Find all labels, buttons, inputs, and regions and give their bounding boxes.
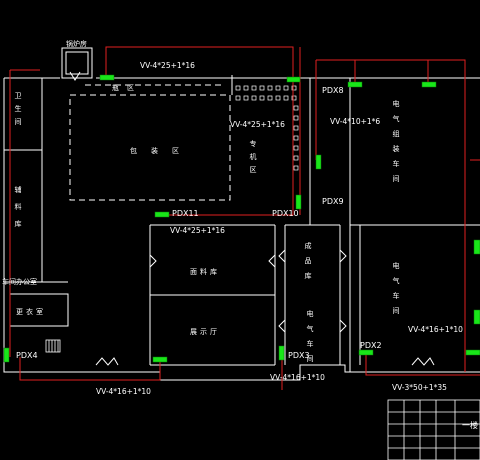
- panel-pdx10-side: [295, 194, 302, 210]
- label-pdx11: PDX11: [172, 209, 199, 218]
- label-pdx10: PDX10: [272, 209, 299, 218]
- panel-right-1: [473, 239, 480, 255]
- cable-left: VV-4*25+1*16: [170, 226, 225, 235]
- panel-right-3: [465, 349, 480, 356]
- cable-right: VV-4*16+1*10: [408, 325, 463, 334]
- cable-labels: VV-4*25+1*16 VV-4*25+1*16 VV-4*25+1*16 V…: [96, 61, 463, 396]
- room-fabric-store: 面料库: [190, 267, 220, 276]
- cable-pdx9: VV-4*10+1*6: [330, 117, 380, 126]
- room-showroom: 展示厅: [190, 328, 220, 336]
- label-pdx2: PDX2: [360, 341, 382, 350]
- panel-right-2: [473, 309, 480, 325]
- label-pdx3: PDX3: [288, 351, 310, 360]
- stair-icon: [45, 339, 61, 353]
- panel-pdx4: [3, 347, 10, 363]
- panel-pdx3: [278, 345, 285, 361]
- room-electric-workshop-3: 电气车间: [306, 309, 314, 370]
- room-electric-workshop-2: 电气车间: [392, 261, 400, 322]
- room-boiler: 锅炉房: [66, 39, 87, 48]
- panel-pdx11: [154, 211, 170, 218]
- panel-labels: PDX8 PDX9 PDX10 PDX11 PDX4 PDX3 PDX2: [16, 86, 382, 360]
- room-dedicated-area: 专机区: [249, 139, 257, 179]
- room-material-store: 辅料库: [14, 185, 22, 237]
- distribution-panels: [3, 74, 480, 363]
- cable-bottom-left: VV-4*16+1*10: [96, 387, 151, 396]
- room-bottle-area: 瓶区: [112, 83, 142, 92]
- room-packing-area: 包装区: [130, 146, 193, 155]
- room-changing: 更衣室: [16, 307, 46, 316]
- cable-mid: VV-4*25+1*16: [230, 120, 285, 129]
- title-block: 一楼: [387, 399, 480, 460]
- cable-bottom-mid: VV-4*16+1*10: [270, 373, 325, 382]
- column-markers: [235, 85, 299, 171]
- panel-pdx8: [347, 81, 363, 88]
- label-pdx9: PDX9: [322, 197, 344, 206]
- room-workshop-office: 车间办公室: [2, 277, 37, 286]
- door-markers: [69, 71, 435, 366]
- title-block-text: 一楼: [462, 420, 478, 430]
- cable-bottom-right: VV-3*50+1*35: [392, 383, 447, 392]
- label-pdx8: PDX8: [322, 86, 344, 95]
- room-electric-assembly: 电气组装车间: [392, 99, 400, 190]
- panel-bottom-mid: [152, 356, 168, 363]
- cable-routes: [9, 46, 480, 390]
- panel-pdx2: [358, 349, 374, 356]
- room-finished-store: 成品库: [304, 241, 312, 287]
- panel-top-mid: [286, 76, 301, 83]
- label-pdx4: PDX4: [16, 351, 38, 360]
- panel-pdx9-side: [315, 154, 322, 170]
- cable-top: VV-4*25+1*16: [140, 61, 195, 70]
- panel-top-right: [421, 81, 437, 88]
- room-labels: 锅炉房 卫生间 辅料库 车间办公室 更衣室 瓶区 包装区 专机区 面料库 展示厅…: [2, 39, 400, 370]
- panel-top-left: [99, 74, 115, 81]
- room-washroom-c1: 卫生间: [14, 92, 22, 131]
